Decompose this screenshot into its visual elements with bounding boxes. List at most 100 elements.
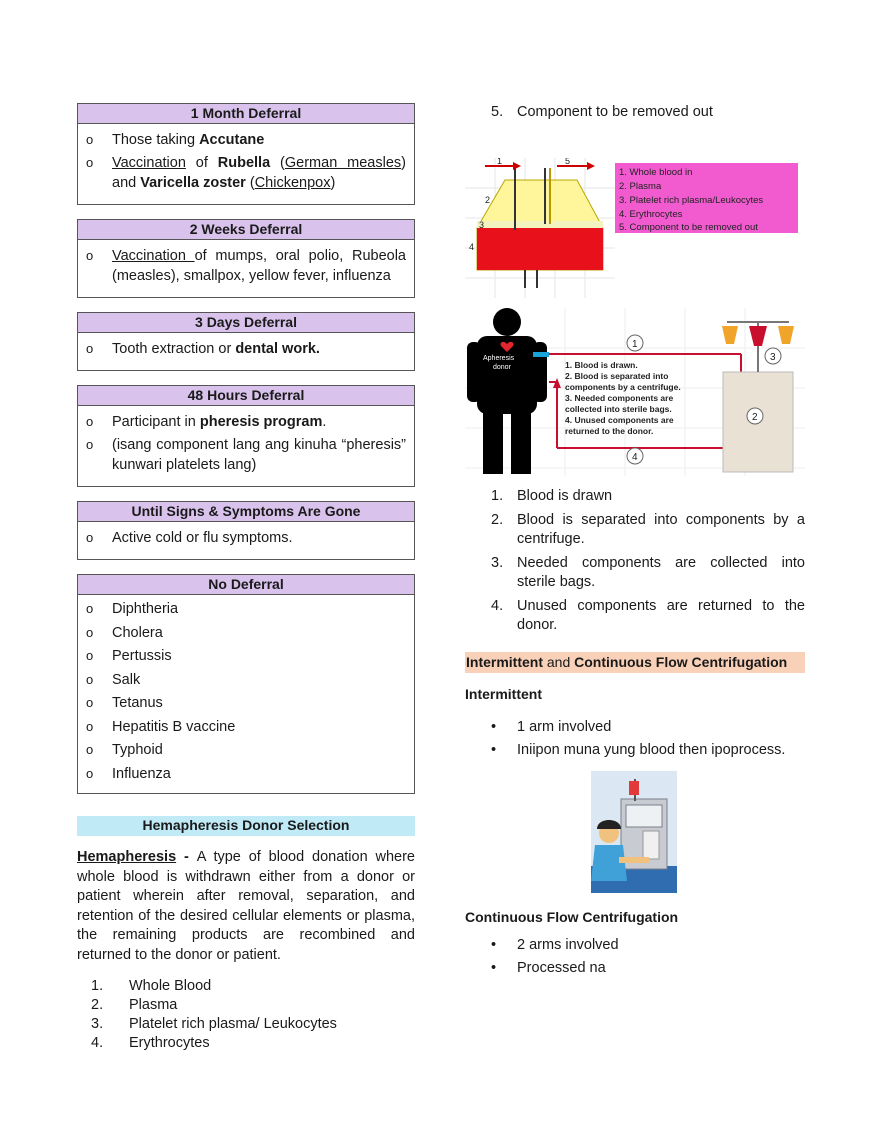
list-item-text: Salk [112, 671, 141, 688]
bullet-marker: o [86, 414, 94, 429]
bullet-marker: o [86, 695, 94, 710]
arrow-label-5: 5 [565, 158, 570, 166]
list-item: 1.Whole Blood [91, 978, 212, 994]
apheresis-process-figure: Apheresis donor 1 2 3 4 1. Blood is draw… [465, 308, 805, 476]
donor-label: Apheresis [483, 355, 515, 362]
hemapheresis-heading: Hemapheresis Donor Selection [77, 816, 415, 836]
deferral-box: 48 Hours Deferral o Participant in pheresi… [77, 385, 415, 487]
svg-text:1. Blood is drawn.: 1. Blood is drawn. [565, 360, 638, 370]
buffy-coat-layer [477, 221, 603, 228]
bullet-marker: o [86, 437, 94, 452]
legend-item: 3. Platelet rich plasma/Leukocytes [619, 195, 763, 206]
arrow-label-1: 1 [497, 158, 502, 166]
list-item: 5.Component to be removed out [491, 104, 713, 120]
list-item: o (isang component lang ang kinuha “phere… [86, 435, 406, 475]
list-item-text: Those taking Accutane [112, 132, 265, 148]
hemapheresis-term: Hemapheresis [77, 849, 177, 865]
svg-text:returned to the donor.: returned to the donor. [565, 426, 653, 436]
list-item: o Participant in pheresis program. [86, 412, 406, 432]
list-item: o Tetanus [86, 693, 406, 713]
list-item-text: Influenza [112, 765, 171, 782]
svg-text:collected into sterile bags.: collected into sterile bags. [565, 404, 672, 414]
list-item-text: Vaccination of Rubella (German measles) … [112, 155, 407, 191]
bullet-marker: o [86, 765, 94, 781]
list-item: o Hepatitis B vaccine [86, 717, 406, 737]
list-item: 3.Platelet rich plasma/ Leukocytes [91, 1016, 337, 1032]
intermittent-list: •1 arm involved •Iniipon muna yung blood… [465, 718, 805, 761]
side-label-3: 3 [479, 220, 484, 230]
side-label-2: 2 [485, 195, 490, 205]
svg-text:2. Blood is separated into: 2. Blood is separated into [565, 371, 668, 381]
side-label-4: 4 [469, 242, 474, 252]
list-item: 4.Erythrocytes [91, 1035, 210, 1051]
blood-separation-figure: 1 5 2 3 4 1. Whole blood in 2. Plasma 3.… [465, 158, 805, 298]
svg-text:4. Unused components are: 4. Unused components are [565, 415, 674, 425]
list-item-text: Pertussis [112, 648, 172, 664]
deferral-box-title: Until Signs & Symptoms Are Gone [78, 502, 414, 522]
term-dash: - [176, 849, 197, 865]
hemapheresis-definition: Hemapheresis - A type of blood donation … [77, 848, 415, 965]
step-captions: 1. Blood is drawn. 2. Blood is separated… [565, 360, 681, 436]
deferral-box-title: 2 Weeks Deferral [78, 220, 414, 240]
continuous-title: Continuous Flow Centrifugation [465, 908, 679, 925]
bullet-marker: o [86, 648, 94, 663]
right-column: 5.Component to be removed out 1 5 2 3 4 … [465, 103, 805, 976]
list-item: o Pertussis [86, 646, 406, 666]
list-item: 2.Plasma [91, 997, 178, 1013]
component-list-continued: 5.Component to be removed out [465, 103, 805, 123]
continuous-list: •2 arms involved •Processed na [465, 936, 805, 979]
list-item: o Influenza [86, 764, 406, 784]
list-item: 1.Blood is drawn [491, 488, 613, 504]
list-item-text: Active cold or flu symptoms. [112, 530, 293, 546]
list-item: 2.Blood is separated into components by … [491, 511, 805, 548]
definition-text: A type of blood donation where whole blo… [77, 849, 415, 963]
list-item-text: Cholera [112, 624, 163, 641]
platelet-bag [778, 326, 794, 344]
svg-text:components by a centrifuge.: components by a centrifuge. [565, 382, 681, 392]
legend-item: 4. Erythrocytes [619, 209, 683, 220]
step-circle-1: 1 [632, 339, 638, 350]
intermittent-title: Intermittent [465, 685, 542, 702]
bullet-marker: o [86, 624, 94, 640]
list-item: •Processed na [491, 960, 606, 976]
apheresis-machine-photo [591, 770, 677, 893]
donor-silhouette [467, 308, 549, 474]
donor-label: donor [493, 364, 512, 371]
deferral-box-title: 3 Days Deferral [78, 313, 414, 333]
step-circle-2: 2 [752, 412, 758, 423]
erythrocyte-bag [749, 326, 767, 346]
list-item: 3.Needed components are collected into s… [491, 554, 805, 591]
centrifugation-heading: Intermittent and Continuous Flow Centrif… [465, 651, 805, 673]
bullet-marker: o [86, 742, 94, 757]
deferral-box-title: 1 Month Deferral [78, 104, 414, 124]
list-item-text: Participant in pheresis program. [112, 414, 327, 430]
list-item: •1 arm involved [491, 718, 612, 735]
list-item-text: Tetanus [112, 695, 163, 711]
bullet-marker: o [86, 341, 94, 356]
bullet-marker: o [86, 601, 94, 616]
bullet-marker: o [86, 155, 94, 170]
deferral-box-title: 48 Hours Deferral [78, 386, 414, 406]
deferral-box-title: No Deferral [78, 575, 414, 595]
bullet-marker: o [86, 718, 94, 734]
component-list: 1.Whole Blood 2.Plasma 3.Platelet rich p… [91, 977, 415, 1053]
list-item-text: (isang component lang ang kinuha “pheres… [112, 437, 406, 473]
bullet-marker: o [86, 132, 94, 147]
bullet-marker: o [86, 671, 94, 687]
legend-item: 5. Component to be removed out [619, 222, 758, 233]
bullet-marker: o [86, 248, 94, 263]
legend-box [615, 163, 798, 233]
process-list: 1.Blood is drawn 2.Blood is separated in… [465, 487, 805, 983]
list-item-text: Hepatitis B vaccine [112, 718, 236, 735]
